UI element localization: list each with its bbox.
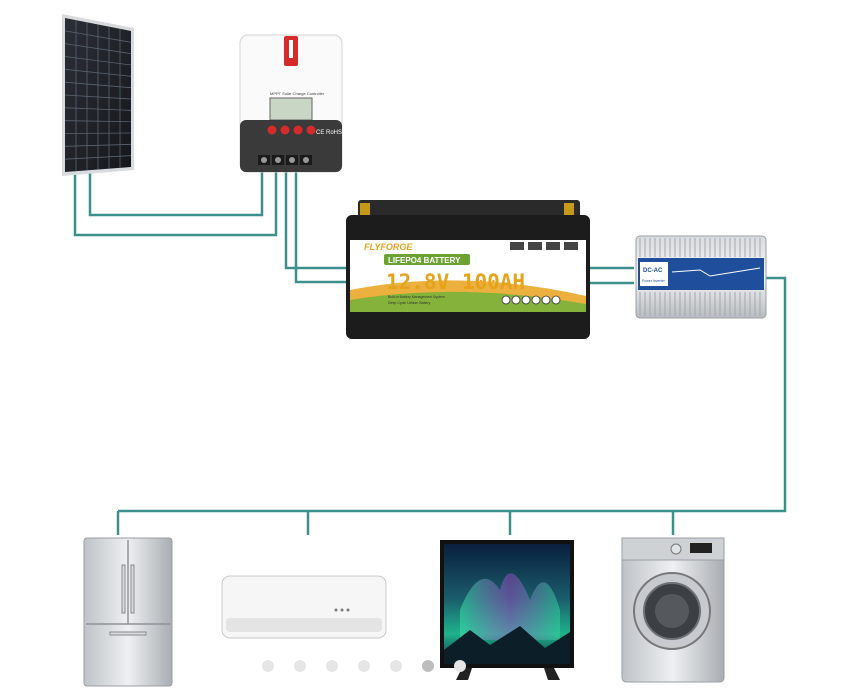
carousel-dot[interactable] — [390, 660, 402, 672]
battery-top-icons — [510, 242, 578, 250]
inverter-sub: Power Inverter — [642, 279, 666, 283]
television — [440, 540, 574, 680]
carousel-dot[interactable] — [454, 660, 466, 672]
controller-terminals — [258, 155, 312, 165]
battery-type-label: LIFEPO4 BATTERY — [388, 256, 461, 265]
battery-terminal-negative — [360, 203, 370, 215]
charge-controller: MPPT Solar Charge Controller CE RoHS — [239, 34, 343, 173]
carousel-dot[interactable] — [262, 660, 274, 672]
wire-controller-battery-2 — [294, 170, 348, 284]
battery-feature-1: Built-in Battery Management System — [388, 295, 445, 299]
controller-cert: CE RoHS — [316, 130, 342, 136]
carousel-dot[interactable] — [294, 660, 306, 672]
wiring — [73, 170, 787, 535]
carousel-dot[interactable] — [422, 660, 434, 672]
wire-panel-controller-1 — [88, 170, 264, 217]
carousel-dot[interactable] — [326, 660, 338, 672]
battery-brand: FLYFORGE — [364, 242, 413, 252]
controller-lcd — [269, 97, 313, 121]
battery-terminal-positive — [564, 203, 574, 215]
carousel-dot[interactable] — [358, 660, 370, 672]
air-conditioner — [221, 575, 387, 639]
wire-controller-battery-1 — [284, 170, 348, 270]
battery-cert-icons — [501, 295, 561, 305]
carousel-pagination — [262, 660, 562, 676]
inverter-title: DC-AC — [643, 268, 663, 274]
solar-panel — [62, 14, 134, 176]
washing-machine — [621, 537, 725, 683]
controller-buttons — [267, 125, 316, 135]
lifepo4-battery: FLYFORGE LIFEPO4 BATTERY 12.8V 100AH Bui… — [346, 200, 590, 339]
battery-feature-2: Deep Cycle Lithium Battery — [388, 301, 431, 305]
wire-inverter-bus — [118, 276, 787, 513]
controller-display-label: MPPT Solar Charge Controller — [270, 91, 325, 96]
wire-panel-controller-2 — [73, 170, 278, 237]
power-inverter: DC-AC Power Inverter — [635, 235, 767, 319]
battery-spec: 12.8V 100AH — [386, 270, 525, 294]
refrigerator — [83, 537, 173, 687]
